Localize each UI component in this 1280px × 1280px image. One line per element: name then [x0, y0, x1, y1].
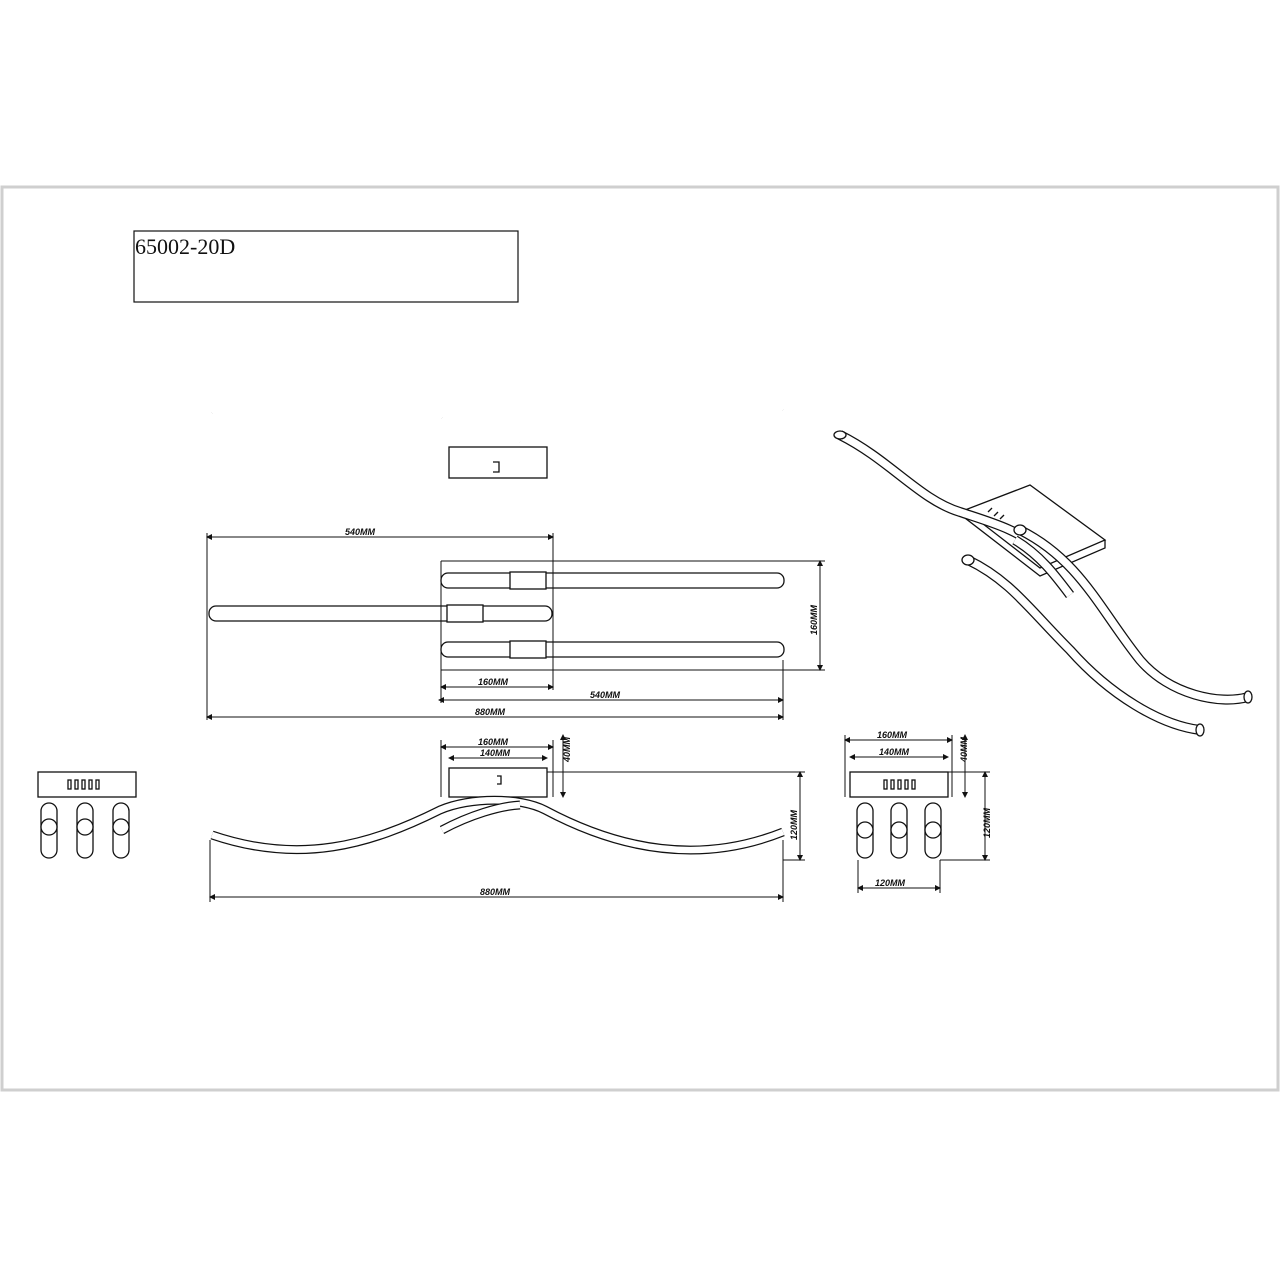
dim-label: 140MM: [879, 747, 910, 757]
right-side-view: 160MM 140MM 40MM 120MM 120MM: [844, 730, 992, 893]
dim-label: 160MM: [809, 604, 819, 635]
title-block: 65002-20D: [133, 230, 519, 303]
dim-label: 120MM: [789, 809, 799, 840]
dim-label: 120MM: [982, 807, 992, 838]
dim-label: 40MM: [562, 736, 572, 763]
dim-label: 40MM: [959, 736, 969, 763]
left-side-view: [37, 771, 137, 859]
dim-label: 540MM: [590, 690, 621, 700]
top-elevation-view: [210, 389, 785, 479]
dim-label: 880MM: [475, 707, 506, 717]
dim-label: 880MM: [480, 887, 511, 897]
sheet-border: [0, 185, 1280, 1092]
dim-label: 120MM: [875, 878, 906, 888]
dim-label: 140MM: [480, 748, 511, 758]
perspective-view: [833, 430, 1253, 737]
plan-view: 540MM 160MM 160MM 540MM 880MM: [206, 527, 825, 720]
dim-label: 160MM: [478, 737, 509, 747]
dim-label: 540MM: [345, 527, 376, 537]
dim-label: 160MM: [877, 730, 908, 740]
dim-label: 160MM: [478, 677, 509, 687]
model-number: 65002-20D: [135, 234, 235, 259]
front-elevation-view: 160MM 140MM 40MM 120MM 880MM: [209, 734, 805, 902]
